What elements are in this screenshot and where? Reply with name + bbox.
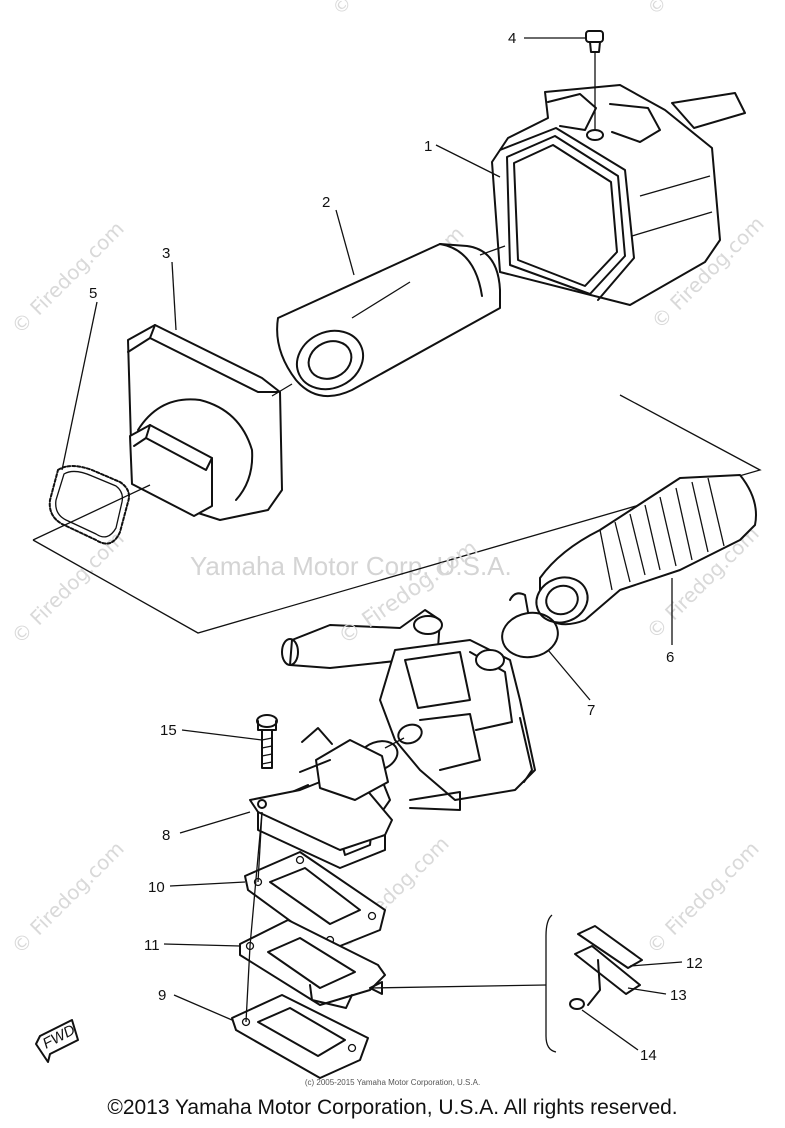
- callout-2: 2: [322, 194, 330, 211]
- part-seal-ring-5: [48, 465, 130, 545]
- part-joint-boot-6: [535, 474, 757, 626]
- callout-11: 11: [144, 937, 160, 954]
- callout-15: 15: [160, 722, 177, 739]
- part-gasket-10: [244, 851, 386, 951]
- watermark-brand: Yamaha Motor Corp, U.S.A.: [190, 551, 512, 581]
- callout-labels: 4 1 2 3 5 6 7 15 8 10 11 9 12 13 14: [89, 30, 703, 1064]
- watermark: © Firedog.com: [644, 0, 754, 20]
- forward-direction-arrow: FWD: [35, 1019, 79, 1063]
- watermark: © Firedog.com: [642, 836, 764, 958]
- callout-8: 8: [162, 827, 170, 844]
- assembly-outline: [32, 484, 151, 541]
- callout-5: 5: [89, 285, 97, 302]
- callout-12: 12: [686, 955, 703, 972]
- part-clamp-7: [501, 592, 559, 659]
- part-reed-valve-11: [239, 919, 386, 1009]
- callout-13: 13: [670, 987, 687, 1004]
- callout-3: 3: [162, 245, 170, 262]
- callout-9: 9: [158, 987, 166, 1004]
- small-copyright: (c) 2005-2015 Yamaha Motor Corporation, …: [304, 1078, 481, 1087]
- part-air-filter-element: [276, 243, 506, 397]
- part-air-box-case: [491, 84, 746, 306]
- callout-14: 14: [640, 1047, 657, 1064]
- callout-4: 4: [508, 30, 516, 47]
- part-screw-15: [256, 714, 278, 769]
- alignment-line: [257, 811, 263, 883]
- callout-7: 7: [587, 702, 595, 719]
- assembly-outline: [32, 394, 762, 634]
- part-screw-4: [585, 30, 604, 130]
- watermark: © Firedog.com: [7, 526, 129, 648]
- detail-group-reed-parts: [369, 914, 643, 1053]
- part-manifold-8: [249, 739, 393, 869]
- callout-10: 10: [148, 879, 165, 896]
- callout-1: 1: [424, 138, 432, 155]
- callout-6: 6: [666, 649, 674, 666]
- watermark: © Firedog.com: [7, 216, 129, 338]
- watermark: © Firedog.com: [329, 0, 439, 20]
- part-air-box-cover: [127, 324, 293, 521]
- part-gasket-9: [231, 994, 369, 1079]
- copyright-footer: ©2013 Yamaha Motor Corporation, U.S.A. A…: [107, 1096, 678, 1119]
- watermark: © Firedog.com: [7, 836, 129, 958]
- callout-leaders: [61, 37, 683, 1051]
- alignment-line: [245, 811, 263, 1023]
